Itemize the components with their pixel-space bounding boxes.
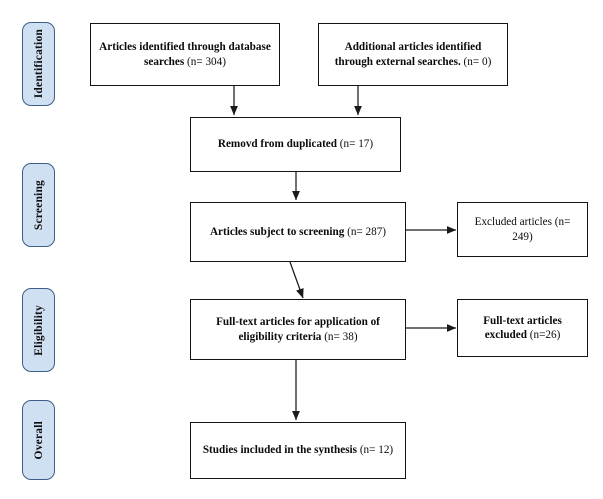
flow-box-screened-text: Articles subject to screening (n= 287) xyxy=(210,225,386,239)
flow-box-screened: Articles subject to screening (n= 287) xyxy=(190,202,406,262)
stage-label-identification: Identification xyxy=(22,22,55,106)
flow-box-full-text-excluded-text: Full-text articles excluded (n=26) xyxy=(464,314,581,343)
flow-box-excluded-screened: Excluded articles (n= 249) xyxy=(457,202,588,257)
flow-box-duplicates-removed: Removd from duplicated (n= 17) xyxy=(190,117,401,172)
flow-box-identified-external-text: Additional articles identified through e… xyxy=(325,40,501,69)
flow-box-full-text-excluded-count: (n=26) xyxy=(529,329,561,341)
flow-box-identified-database: Articles identified through database sea… xyxy=(90,23,280,86)
stage-label-overall-text: Overall xyxy=(32,420,45,460)
flow-box-duplicates-removed-text: Removd from duplicated (n= 17) xyxy=(218,137,373,151)
flow-box-full-text-assessed-text: Full-text articles for application of el… xyxy=(197,315,399,344)
flow-box-identified-database-label: Articles identified through database sea… xyxy=(99,41,271,68)
flow-box-full-text-assessed: Full-text articles for application of el… xyxy=(190,299,406,360)
flow-box-included-synthesis-count: (n= 12) xyxy=(359,444,394,457)
stage-label-overall: Overall xyxy=(22,400,55,480)
flow-box-full-text-assessed-label: Full-text articles for application of el… xyxy=(216,316,380,343)
stage-label-screening: Screening xyxy=(22,163,55,247)
stage-label-screening-text: Screening xyxy=(32,179,45,231)
stage-label-eligibility: Eligibility xyxy=(22,288,55,372)
flow-box-identified-external-label: Additional articles identified through e… xyxy=(334,41,482,68)
flow-box-identified-external-count: (n= 0) xyxy=(463,55,492,68)
stage-label-identification-text: Identification xyxy=(32,29,45,99)
flow-box-identified-database-text: Articles identified through database sea… xyxy=(97,40,273,69)
flow-box-full-text-assessed-count: (n= 38) xyxy=(324,330,358,343)
flow-box-included-synthesis-label: Studies included in the synthesis xyxy=(202,444,358,457)
flow-box-excluded-screened-text: Excluded articles (n= 249) xyxy=(464,215,581,244)
flow-box-excluded-screened-count: Excluded articles (n= 249) xyxy=(474,216,571,243)
flow-box-identified-external: Additional articles identified through e… xyxy=(318,23,508,86)
flow-box-included-synthesis-text: Studies included in the synthesis (n= 12… xyxy=(203,443,393,457)
flow-box-screened-count: (n= 287) xyxy=(347,225,387,238)
flow-box-duplicates-removed-count: (n= 17) xyxy=(339,138,374,151)
flow-box-duplicates-removed-label: Removd from duplicated xyxy=(217,138,337,151)
flow-box-screened-label: Articles subject to screening xyxy=(209,225,345,238)
flow-box-full-text-excluded: Full-text articles excluded (n=26) xyxy=(457,299,588,357)
flow-box-full-text-excluded-label: Full-text articles excluded xyxy=(483,314,562,341)
flow-box-included-synthesis: Studies included in the synthesis (n= 12… xyxy=(190,422,406,479)
stage-label-eligibility-text: Eligibility xyxy=(32,304,45,356)
flow-box-identified-database-count: (n= 304) xyxy=(187,55,226,68)
